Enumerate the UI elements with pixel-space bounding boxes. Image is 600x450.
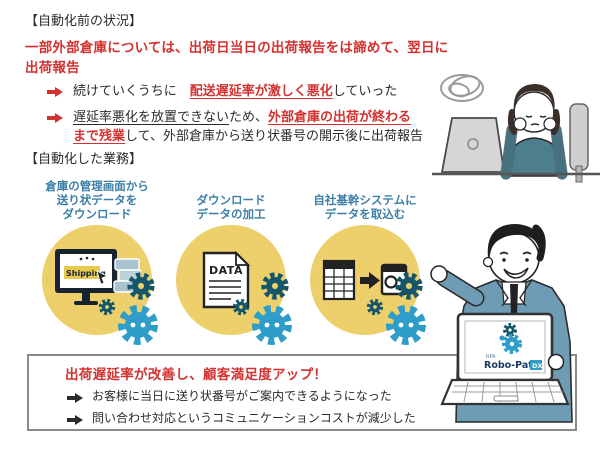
bullet-line: 遅延率悪化を放置できないため、外部倉庫の出荷が終わる — [73, 108, 423, 128]
gear-icon — [499, 323, 522, 354]
step-label-line: 倉庫の管理画面から — [45, 178, 149, 193]
step-circle: DATA — [176, 225, 292, 345]
gear-cluster — [366, 271, 428, 347]
step-label: 自社基幹システムに データを取込む — [313, 171, 416, 221]
gear-cluster — [98, 271, 160, 347]
before-automation-section: 【自動化前の状況】 一部外部倉庫については、出荷日当日の出荷報告をは諦めて、翌日… — [25, 10, 460, 147]
dx-label: DX — [532, 362, 542, 370]
gear-icon — [386, 305, 426, 345]
right-arrow-icon — [47, 87, 63, 97]
robopat-laptop: RPA Robo-Pat DX — [440, 312, 570, 406]
step-label-line: データを取込む — [324, 206, 406, 221]
gear-icon — [261, 272, 289, 300]
gear-icon — [98, 298, 116, 316]
before-bullet-2-text: 遅延率悪化を放置できないため、外部倉庫の出荷が終わる まで残業して、外部倉庫から… — [73, 108, 423, 147]
step-label-line: データの加工 — [196, 206, 266, 221]
data-document-icon: DATA — [202, 250, 251, 309]
step-label-line: 自社基幹システムに — [313, 192, 417, 207]
step-label-line: 送り状データを — [56, 192, 138, 207]
bullet-text-segment: ため、 — [229, 109, 269, 125]
right-arrow-icon — [47, 112, 63, 123]
bullet-text-segment: まで残業 — [73, 129, 126, 144]
step-download-invoice-data: 倉庫の管理画面から 送り状データを ダウンロード Shipping — [33, 171, 161, 345]
result-heading: 出荷遅延率が改善し、顧客満足度アップ！ — [65, 367, 328, 383]
before-bullet-2: 遅延率悪化を放置できないため、外部倉庫の出荷が終わる まで残業して、外部倉庫から… — [47, 108, 460, 147]
right-arrow-icon — [67, 414, 83, 425]
bullet-line: まで残業して、外部倉庫から送り状番号の開示後に出荷報告 — [73, 127, 423, 147]
right-arrow-icon — [67, 393, 83, 403]
gear-icon — [252, 305, 292, 345]
step-label-line: ダウンロード — [62, 206, 132, 221]
step-process-data: ダウンロード データの加工 DATA — [167, 171, 295, 345]
automated-section: 【自動化した業務】 倉庫の管理画面から 送り状データを ダウンロード Shipp… — [25, 148, 435, 345]
step-label: 倉庫の管理画面から 送り状データを ダウンロード — [45, 171, 149, 221]
robopat-label: Robo-Pat — [484, 360, 533, 371]
step-circle: Shipping — [42, 225, 158, 345]
step-label: ダウンロード データの加工 — [197, 171, 266, 221]
shipping-label: Shipping — [66, 269, 106, 278]
automated-section-title: 【自動化した業務】 — [25, 152, 143, 167]
rpa-label: RPA — [486, 354, 496, 360]
result-bullet-1-text: お客様に当日に送り状番号がご案内できるようになった — [92, 389, 392, 403]
chair — [569, 103, 589, 183]
gear-icon — [118, 305, 158, 345]
man-head — [482, 224, 546, 284]
bullet-text-segment: 配送遅延率が激しく悪化 — [189, 84, 333, 99]
gear-cluster — [232, 271, 294, 347]
result-bullet-2: 問い合わせ対応というコミュニケーションコストが減少した — [67, 410, 575, 427]
before-bullet-1: 続けていくうちに 配送遅延率が激しく悪化していった — [47, 82, 460, 102]
gear-icon — [127, 272, 155, 300]
bullet-text-segment: 続けていくうちに — [73, 84, 190, 99]
before-bullet-1-text: 続けていくうちに 配送遅延率が激しく悪化していった — [73, 82, 397, 102]
bullet-text-segment: していった — [332, 84, 398, 99]
table-icon — [322, 259, 356, 301]
data-label: DATA — [209, 264, 243, 277]
bullet-text-segment: 遅延率悪化を放置できない — [73, 109, 230, 125]
gear-icon — [366, 298, 384, 316]
gear-icon — [395, 272, 423, 300]
automation-steps: 倉庫の管理画面から 送り状データを ダウンロード Shipping — [33, 171, 435, 345]
scribble-cloud-icon — [440, 74, 484, 102]
frustrated-worker-illustration — [432, 74, 600, 183]
monitor-shipping-icon: Shipping — [55, 249, 141, 305]
laptop — [440, 117, 506, 173]
package-stack-icon — [113, 258, 141, 293]
before-headline: 一部外部倉庫については、出荷日当日の出荷報告をは諦めて、翌日に出荷報告 — [25, 40, 449, 76]
result-bullet-1: お客様に当日に送り状番号がご案内できるようになった — [67, 388, 575, 405]
step-circle — [310, 225, 426, 345]
step-label-line: ダウンロード — [196, 192, 266, 207]
bullet-text-segment: して、外部倉庫から送り状番号の開示後に出荷報告 — [125, 129, 423, 144]
result-bullet-2-text: 問い合わせ対応というコミュニケーションコストが減少した — [92, 410, 416, 425]
step-import-to-system: 自社基幹システムに データを取込む — [301, 171, 429, 345]
gear-icon — [232, 298, 250, 316]
frustrated-woman — [500, 84, 568, 180]
presenter-man-illustration: RPA Robo-Pat DX — [430, 224, 573, 423]
right-arrow-icon — [360, 272, 380, 289]
bullet-text-segment: 外部倉庫の出荷が終わる — [268, 109, 412, 125]
before-section-title: 【自動化前の状況】 — [25, 14, 143, 29]
